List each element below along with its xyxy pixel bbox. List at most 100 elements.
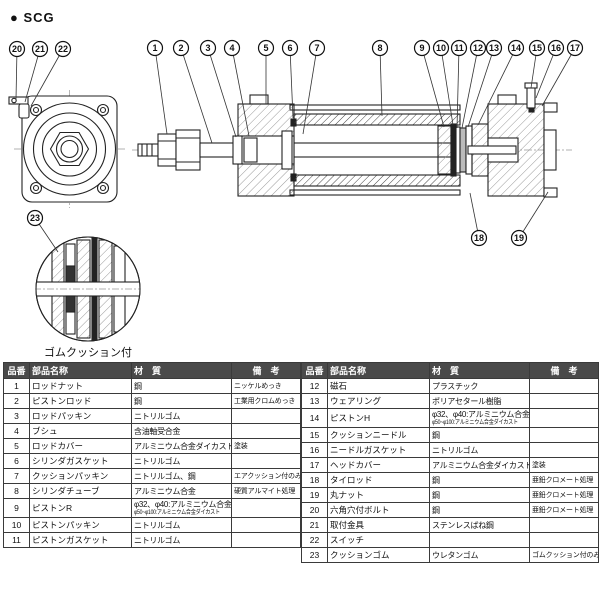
callout-16: 16 [535, 39, 565, 99]
cell-part-name: ピストンロッド [29, 393, 132, 409]
cell-material: ポリアセタール樹脂 [429, 393, 530, 409]
cell-remarks [231, 532, 301, 548]
cushion-rubber-top [65, 265, 76, 283]
cell-part-no: 15 [301, 427, 328, 443]
callout-9: 9 [413, 39, 445, 128]
svg-text:12: 12 [473, 43, 483, 53]
cell-part-name: ピストンガスケット [29, 532, 132, 548]
cell-part-name: 丸ナット [327, 487, 430, 503]
callout-21: 21 [24, 40, 49, 103]
svg-text:3: 3 [205, 43, 210, 53]
cell-remarks [529, 427, 599, 443]
col-header-material: 材 質 [429, 362, 530, 379]
cell-part-name: シリンダチューブ [29, 483, 132, 499]
cushion-needle [526, 85, 536, 109]
rod-cover-port [249, 94, 269, 105]
cell-part-name: ロッドカバー [29, 438, 132, 454]
svg-text:4: 4 [229, 43, 234, 53]
cell-part-name: ピストンパッキン [29, 517, 132, 533]
cell-remarks: 亜鉛クロメート処理 [529, 472, 599, 488]
cell-remarks: ゴムクッション付のみ [529, 547, 599, 563]
cell-part-name: ブシュ [29, 423, 132, 439]
cell-part-name: 六角穴付ボルト [327, 502, 430, 518]
cell-remarks [529, 532, 599, 548]
callout-2: 2 [172, 39, 213, 144]
side-section-view [132, 82, 572, 198]
table-header-row: 品番 部品名称 材 質 備 考 [301, 362, 599, 379]
callout-5: 5 [257, 39, 275, 104]
cell-material: プラスチック [429, 378, 530, 394]
cell-part-no: 13 [301, 393, 328, 409]
cell-material: アルミニウム合金ダイカスト [429, 457, 530, 473]
cell-part-no: 18 [301, 472, 328, 488]
cell-material: 含油軸受合金 [131, 423, 232, 439]
piston-r [437, 125, 452, 175]
svg-text:13: 13 [489, 43, 499, 53]
cell-part-name: ロッドナット [29, 378, 132, 394]
cell-part-no: 22 [301, 532, 328, 548]
svg-text:19: 19 [514, 233, 524, 243]
svg-text:18: 18 [474, 233, 484, 243]
cell-material: 鋼 [429, 472, 530, 488]
rod-nut-hex [49, 131, 90, 167]
tie-rod-bottom [289, 189, 461, 196]
rod-nut [157, 133, 177, 167]
bush [243, 137, 258, 163]
piston-gasket [455, 126, 461, 174]
cell-part-no: 20 [301, 502, 328, 518]
cell-material: アルミニウム合金ダイカスト [131, 438, 232, 454]
round-nut-top [543, 102, 558, 113]
svg-text:7: 7 [314, 43, 319, 53]
cell-remarks: 塗装 [231, 438, 301, 454]
cell-part-no: 6 [3, 453, 30, 469]
svg-text:9: 9 [419, 43, 424, 53]
cell-remarks [529, 378, 599, 394]
callout-22: 22 [30, 40, 72, 107]
piston-packing [450, 123, 457, 177]
callouts: 1 2 3 4 5 6 7 8 9 10 11 12 13 14 15 16 1… [8, 39, 584, 253]
cell-part-no: 21 [301, 517, 328, 533]
cell-remarks: 硬質アルマイト処理 [231, 483, 301, 499]
svg-text:2: 2 [178, 43, 183, 53]
callout-13: 13 [467, 39, 503, 128]
cylinder-tube-bottom-wall [293, 174, 461, 187]
switch-assembly [8, 96, 30, 119]
cell-part-name: ヘッドカバー [327, 457, 430, 473]
col-header-remarks: 備 考 [231, 362, 301, 379]
cell-material: アルミニウム合金 [131, 483, 232, 499]
callout-7: 7 [302, 39, 326, 135]
callout-1: 1 [146, 39, 168, 135]
cell-remarks [231, 517, 301, 533]
cell-remarks: 亜鉛クロメート処理 [529, 502, 599, 518]
rod-packing [232, 135, 243, 165]
svg-text:23: 23 [30, 213, 40, 223]
cell-part-name: タイロッド [327, 472, 430, 488]
svg-text:6: 6 [287, 43, 292, 53]
cell-part-no: 12 [301, 378, 328, 394]
cell-part-name: ピストンR [29, 498, 132, 518]
flange-plate [21, 95, 118, 203]
col-header-material: 材 質 [131, 362, 232, 379]
cell-part-no: 7 [3, 468, 30, 484]
svg-text:20: 20 [12, 44, 22, 54]
tie-rod-top [289, 104, 461, 111]
svg-text:5: 5 [263, 43, 268, 53]
svg-text:8: 8 [377, 43, 382, 53]
cell-remarks: 工業用クロムめっき [231, 393, 301, 409]
svg-text:15: 15 [532, 43, 542, 53]
